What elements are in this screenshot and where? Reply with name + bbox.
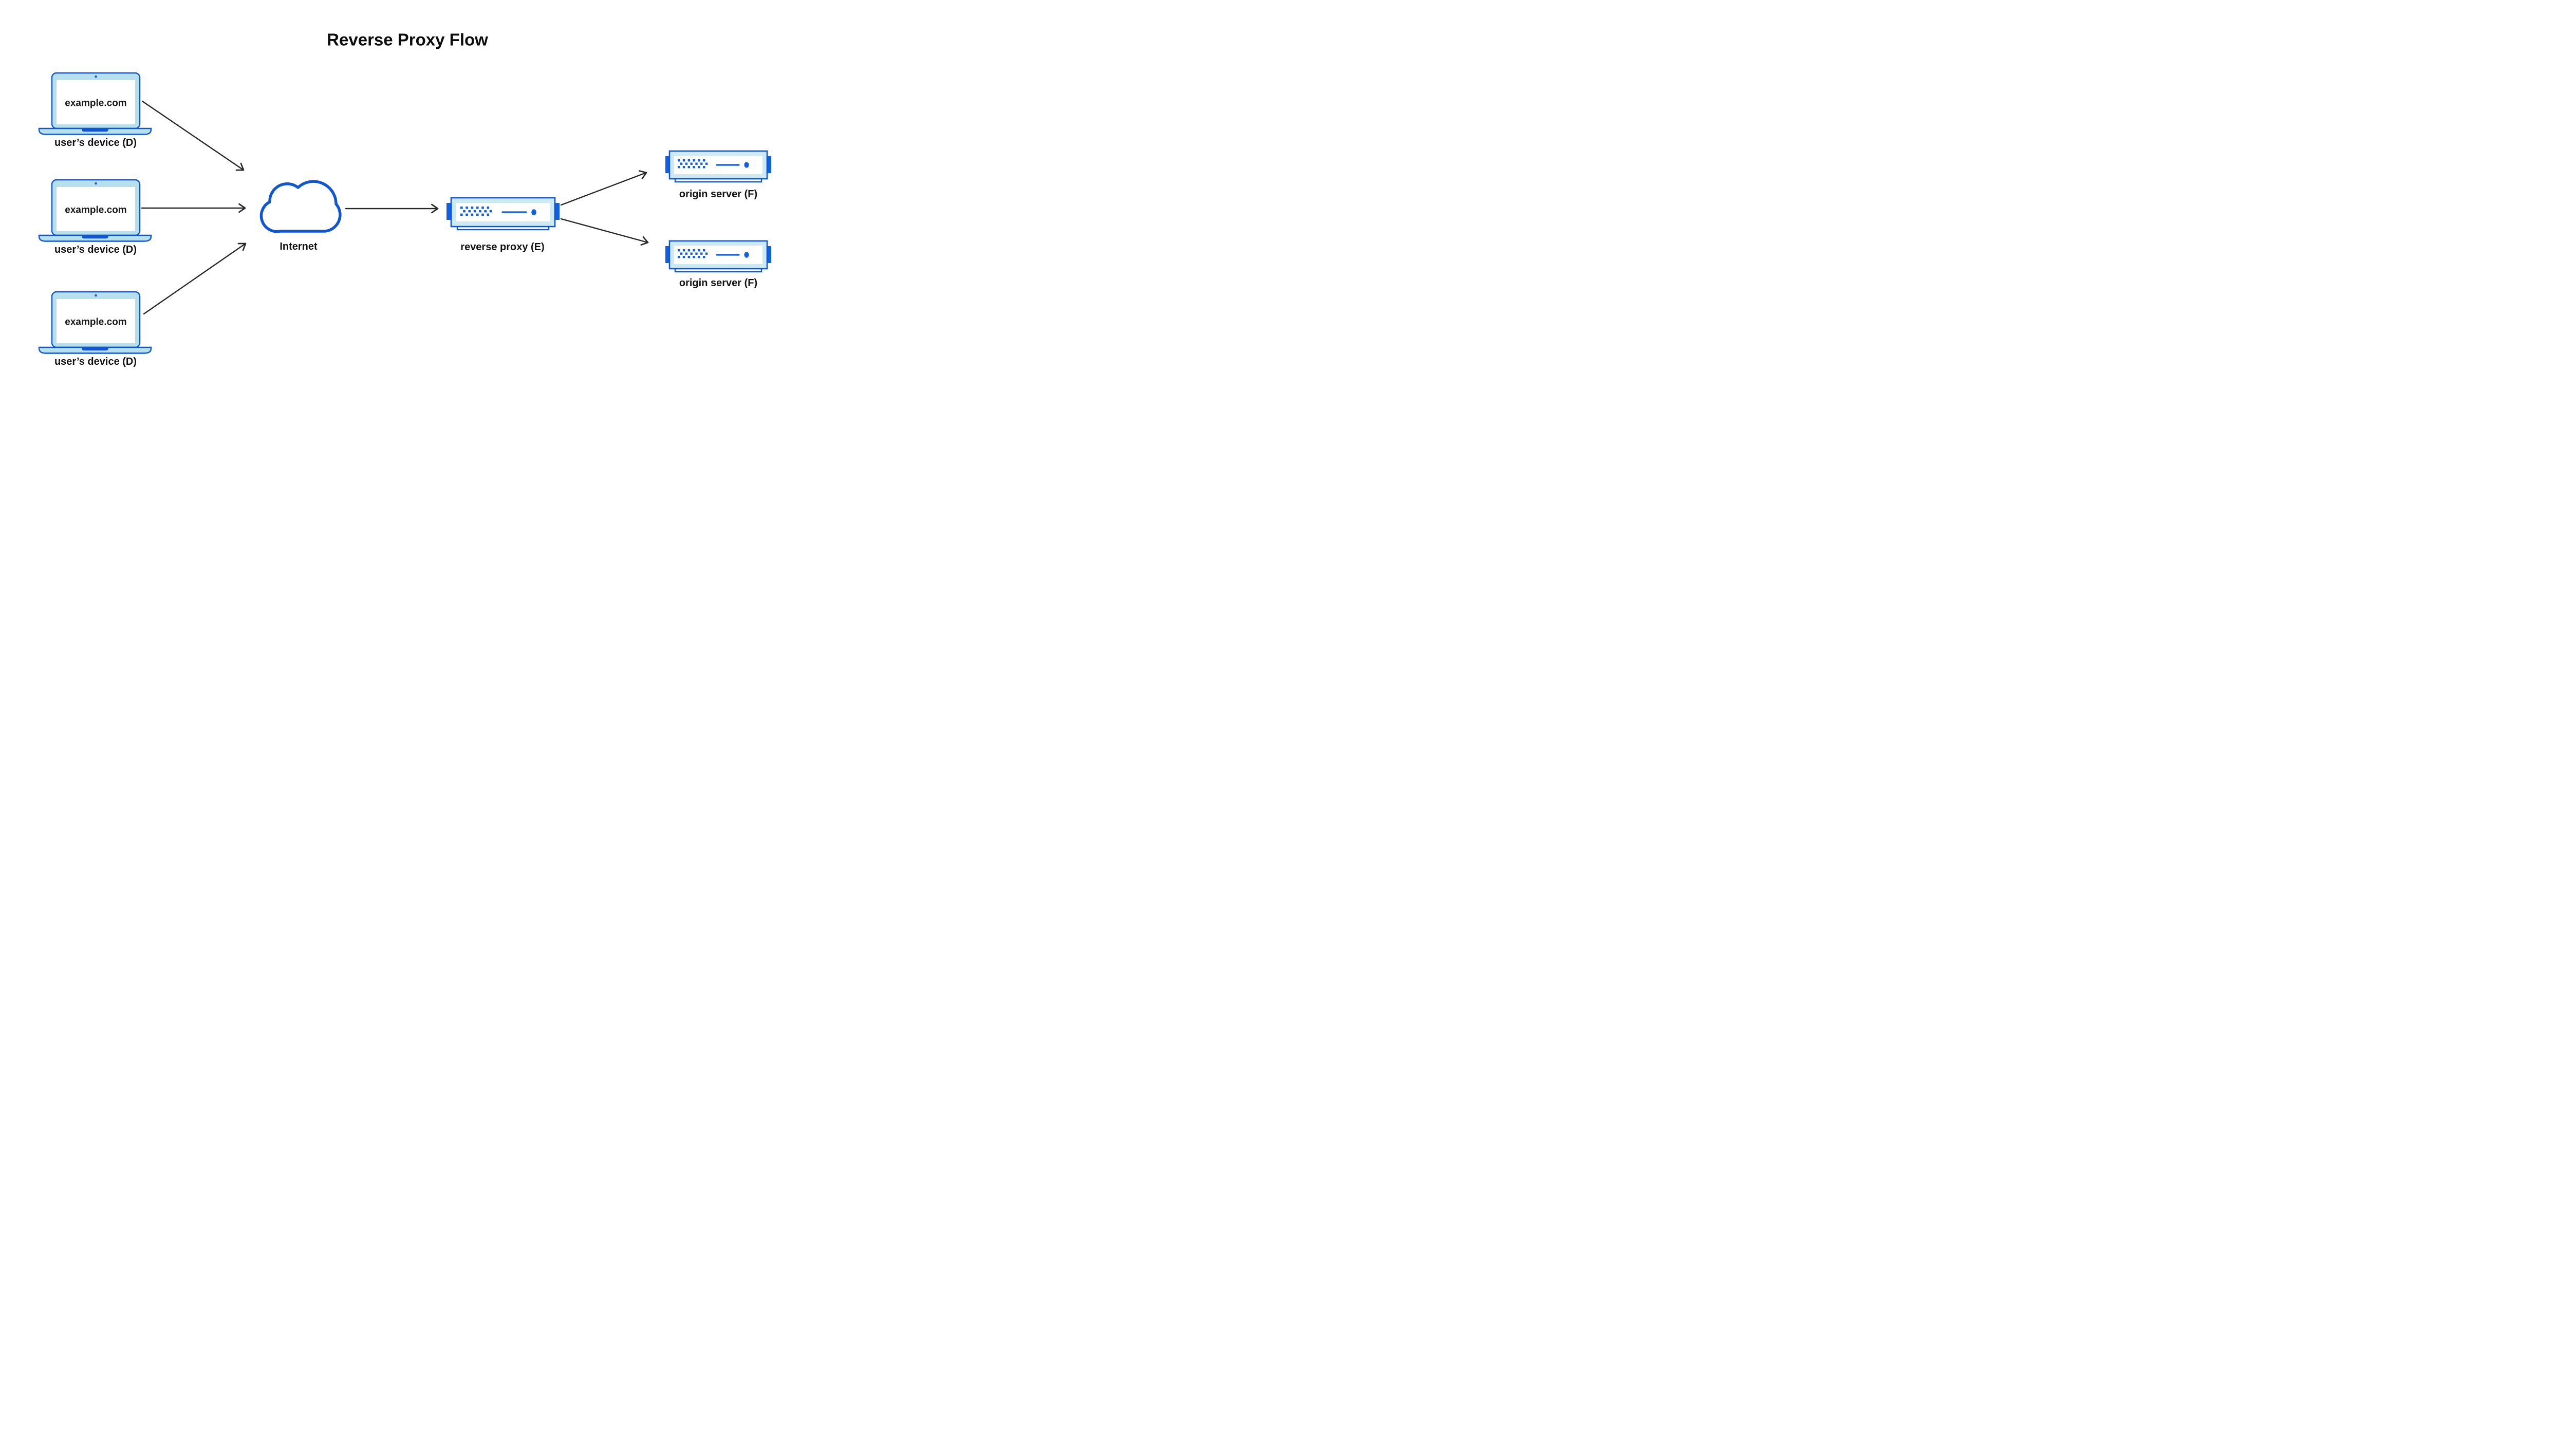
arrow-device3-to-internet (143, 242, 247, 315)
user-device-1: example.com user’s device (D) (38, 72, 152, 148)
reverse-proxy-flow-diagram: Reverse Proxy Flow example.com user’s de… (0, 0, 805, 403)
server-power-dot (744, 252, 749, 258)
server-power-dot (531, 209, 536, 215)
origin-server-1 (665, 150, 771, 183)
server-left-tab (665, 156, 671, 173)
laptop-screen (57, 299, 135, 343)
user-device-3: example.com user’s device (D) (38, 291, 152, 367)
webcam-dot-icon (95, 294, 97, 297)
server-right-tab (766, 246, 771, 263)
device-screen-text: example.com (65, 205, 126, 216)
laptop-notch (82, 235, 108, 239)
flow-arrows (141, 100, 649, 315)
device-screen-text: example.com (65, 317, 126, 328)
origin-server-2 (665, 240, 771, 273)
server-vent-pattern (678, 159, 708, 169)
server-power-dot (744, 162, 749, 168)
diagram-canvas: Reverse Proxy Flow example.com user’s de… (38, 30, 771, 367)
server-right-tab (554, 203, 560, 220)
internet-node: Internet (259, 180, 342, 252)
laptop-screen (57, 187, 135, 231)
laptop-screen (57, 80, 135, 124)
page-title: Reverse Proxy Flow (327, 30, 488, 49)
server-left-tab (665, 246, 671, 263)
webcam-dot-icon (95, 75, 97, 78)
webcam-dot-icon (95, 182, 97, 185)
laptop-notch (82, 347, 108, 351)
user-device-2: example.com user’s device (D) (38, 179, 152, 255)
origin-server-1-label: origin server (F) (679, 189, 757, 200)
device-screen-text: example.com (65, 98, 126, 109)
device-label: user’s device (D) (54, 356, 137, 367)
device-label: user’s device (D) (54, 244, 137, 255)
cloud-icon (259, 180, 342, 233)
arrow-device1-to-internet (141, 100, 245, 171)
server-vent-pattern (460, 207, 492, 216)
server-right-tab (766, 156, 771, 173)
server-vent-pattern (678, 249, 708, 258)
server-left-tab (446, 203, 452, 220)
device-label: user’s device (D) (54, 137, 137, 148)
reverse-proxy-node (446, 197, 560, 231)
arrow-reverse-proxy-to-origin2 (560, 218, 649, 246)
laptop-notch (82, 128, 108, 132)
arrow-reverse-proxy-to-origin1 (560, 170, 647, 206)
internet-label: Internet (280, 241, 318, 252)
origin-server-2-label: origin server (F) (679, 277, 757, 289)
reverse-proxy-label: reverse proxy (E) (460, 241, 544, 253)
